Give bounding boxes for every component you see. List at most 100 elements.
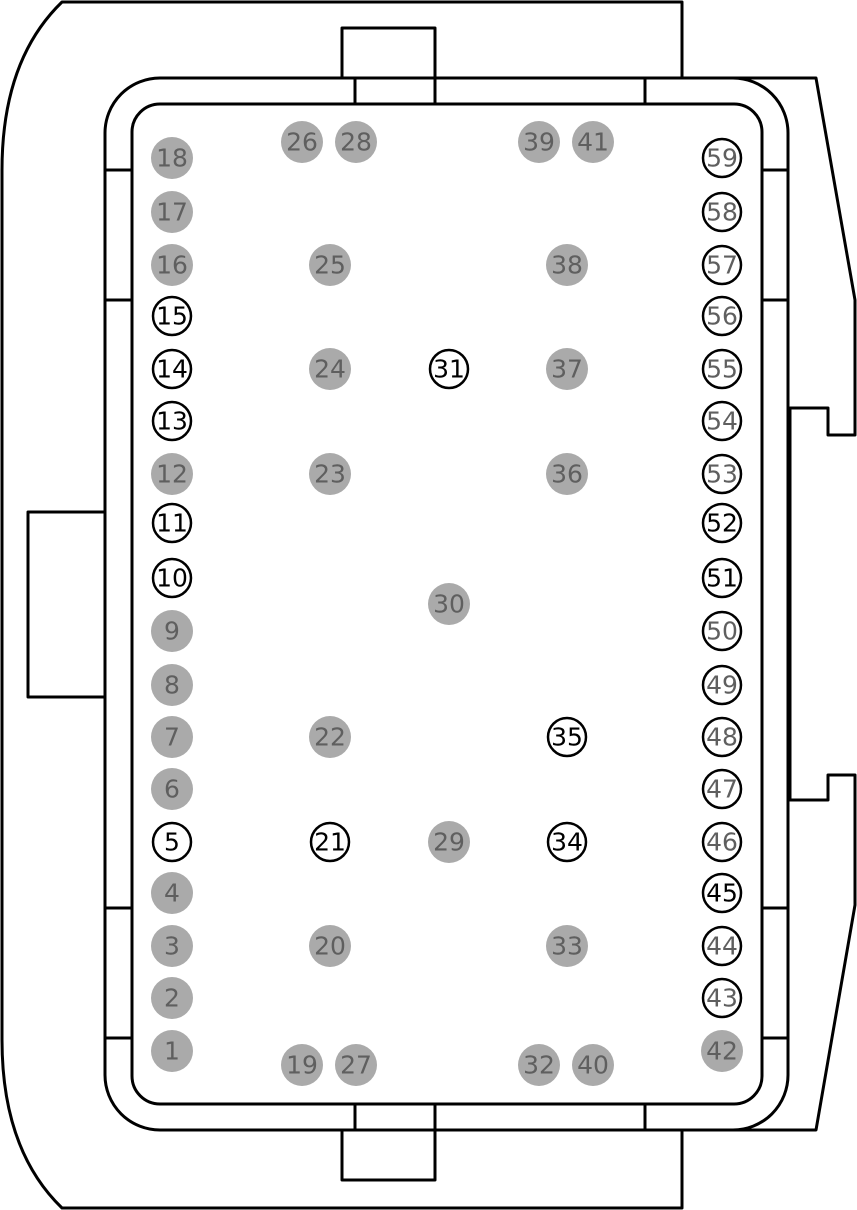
pin-9-marker [151,610,193,652]
pin-label: 56 [706,302,738,331]
pin-label: 8 [164,671,180,700]
pin-cavities: 1234567891011121314151617181920212223242… [151,121,743,1086]
pin-36-marker [546,453,588,495]
pin-34-marker [546,821,588,863]
pin-label: 34 [551,828,583,857]
pin-17: 17 [151,191,193,233]
pin-39: 39 [518,121,560,163]
pin-44: 44 [701,925,743,967]
pin-16-marker [151,244,193,286]
pin-34: 34 [546,821,588,863]
pin-43: 43 [701,977,743,1019]
pin-label: 44 [706,932,738,961]
pin-59-marker [701,137,743,179]
pin-14-marker [151,348,193,390]
pin-label: 10 [156,564,188,593]
pin-26: 26 [281,121,323,163]
pin-33: 33 [546,925,588,967]
pin-13: 13 [151,400,193,442]
pin-22-marker [309,716,351,758]
pin-label: 59 [706,144,738,173]
pin-42-marker [701,1030,743,1072]
pin-6: 6 [151,768,193,810]
pin-55: 55 [701,348,743,390]
pin-35-marker [546,716,588,758]
pin-57-marker [701,244,743,286]
pin-label: 48 [706,723,738,752]
cavity-outer-frame [103,76,790,1132]
pin-38-marker [546,244,588,286]
pin-12: 12 [151,453,193,495]
pin-35: 35 [546,716,588,758]
pin-label: 38 [551,251,583,280]
pin-47: 47 [701,768,743,810]
pin-30: 30 [428,583,470,625]
pin-16: 16 [151,244,193,286]
pin-36: 36 [546,453,588,495]
pin-23-marker [309,453,351,495]
pin-label: 43 [706,984,738,1013]
pin-24: 24 [309,348,351,390]
pin-40-marker [572,1044,614,1086]
pin-58: 58 [701,191,743,233]
pin-51-marker [701,557,743,599]
pin-15: 15 [151,295,193,337]
frame-tick-marks [105,78,788,1130]
pin-32-marker [518,1044,560,1086]
pin-7-marker [151,716,193,758]
pin-label: 16 [156,251,188,280]
pin-50-marker [701,610,743,652]
pin-label: 45 [706,879,738,908]
pin-label: 53 [706,460,738,489]
pin-43-marker [701,977,743,1019]
pin-label: 26 [286,128,318,157]
pin-27-marker [335,1044,377,1086]
pin-56: 56 [701,295,743,337]
pin-20-marker [309,925,351,967]
pin-11: 11 [151,502,193,544]
pin-52: 52 [701,502,743,544]
pin-20: 20 [309,925,351,967]
pin-label: 13 [156,407,188,436]
pin-27: 27 [335,1044,377,1086]
pin-21: 21 [309,821,351,863]
pin-39-marker [518,121,560,163]
pin-label: 46 [706,828,738,857]
pin-label: 22 [314,723,346,752]
pin-41: 41 [572,121,614,163]
pin-15-marker [151,295,193,337]
pin-19: 19 [281,1044,323,1086]
pin-2-marker [151,977,193,1019]
pin-40: 40 [572,1044,614,1086]
pin-label: 11 [156,509,188,538]
pin-label: 37 [551,355,583,384]
pin-55-marker [701,348,743,390]
pin-label: 14 [156,355,188,384]
pin-14: 14 [151,348,193,390]
pin-label: 19 [286,1051,318,1080]
pin-22: 22 [309,716,351,758]
pin-25-marker [309,244,351,286]
pin-label: 3 [164,932,180,961]
pin-31-marker [428,348,470,390]
pin-5-marker [151,821,193,863]
pin-label: 18 [156,144,188,173]
pin-44-marker [701,925,743,967]
pin-label: 29 [433,828,465,857]
pin-1-marker [151,1030,193,1072]
left-latch [26,510,104,699]
pin-label: 55 [706,355,738,384]
pin-30-marker [428,583,470,625]
pin-47-marker [701,768,743,810]
pin-4-marker [151,872,193,914]
pin-25: 25 [309,244,351,286]
pin-45: 45 [701,872,743,914]
bottom-key [340,1130,437,1182]
pin-label: 42 [706,1037,738,1066]
pin-50: 50 [701,610,743,652]
pin-37: 37 [546,348,588,390]
pin-label: 30 [433,590,465,619]
pin-48-marker [701,716,743,758]
pin-label: 15 [156,302,188,331]
